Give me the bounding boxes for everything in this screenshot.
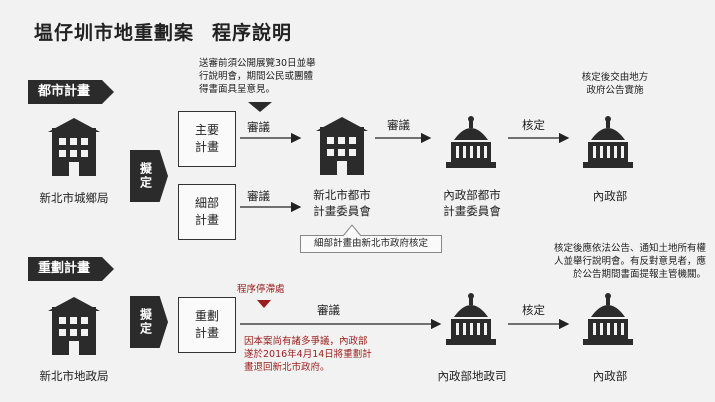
pre-review-pointer-icon — [248, 102, 272, 112]
node-city-bureau: 新北市城鄉局 — [39, 191, 109, 205]
moi-land-capitol-icon — [446, 293, 496, 345]
section-tag-urban: 都市計畫 — [28, 80, 114, 104]
edge-label-approve-main: 核定 — [522, 118, 545, 132]
main-plan-box: 主要 計畫 — [178, 111, 236, 167]
moi-capitol-icon-1 — [583, 116, 633, 168]
detail-plan-box: 細部 計畫 — [178, 184, 236, 240]
node-moi-1: 內政部 — [592, 189, 628, 203]
node-moi-2: 內政部 — [592, 369, 628, 383]
city-bureau-building-icon — [48, 118, 100, 176]
moi-capitol-icon-2 — [583, 293, 633, 345]
node-city-committee: 新北市都市 計畫委員會 — [313, 188, 371, 219]
detail-callout-pointer — [342, 224, 362, 237]
node-moi-committee: 內政部都市 計畫委員會 — [443, 188, 501, 219]
draft-tag-urban: 擬定 — [130, 150, 168, 202]
section-tag-readjust: 重劃計畫 — [28, 257, 114, 281]
node-land-bureau: 新北市地政局 — [39, 369, 109, 383]
draft-tag-readjust: 擬定 — [130, 296, 168, 348]
moi-committee-capitol-icon — [446, 116, 496, 168]
edge-label-approve-readjust: 核定 — [522, 303, 545, 317]
readjust-plan-box: 重劃 計畫 — [178, 297, 236, 353]
edge-label-review-city: 審議 — [387, 118, 410, 132]
title-main: 塭仔圳市地重劃案 — [34, 22, 195, 44]
note-detail-approve: 細部計畫由新北市政府核定 — [300, 235, 442, 253]
note-halt-label: 程序停滯處 — [237, 284, 285, 295]
edge-label-review-readjust: 審議 — [317, 303, 340, 317]
note-after-approve: 核定後交由地方 政府公告實施 — [581, 72, 649, 96]
title-sub: 程序說明 — [212, 22, 293, 44]
edge-label-review-main: 審議 — [247, 120, 270, 134]
land-bureau-building-icon — [48, 297, 100, 355]
note-pre-review: 送審前須公開展覽30日並舉 行說明會，期間公民或團體 得書面具呈意見。 — [199, 58, 316, 95]
note-halt-desc: 因本案尚有諸多爭議，內政部 遂於2016年4月14日將重劃計 畫退回新北市政府。 — [244, 336, 372, 373]
page-title: 塭仔圳市地重劃案程序說明 — [34, 18, 292, 45]
edge-label-review-detail: 審議 — [247, 189, 270, 203]
note-after-approve-2: 核定後應依法公告、通知土地所有權 人並舉行說明會。有反對意見者，應 於公告期間書… — [553, 243, 706, 280]
halt-pointer-icon — [257, 300, 271, 308]
node-moi-land: 內政部地政司 — [437, 369, 507, 383]
city-committee-building-icon — [316, 117, 368, 175]
